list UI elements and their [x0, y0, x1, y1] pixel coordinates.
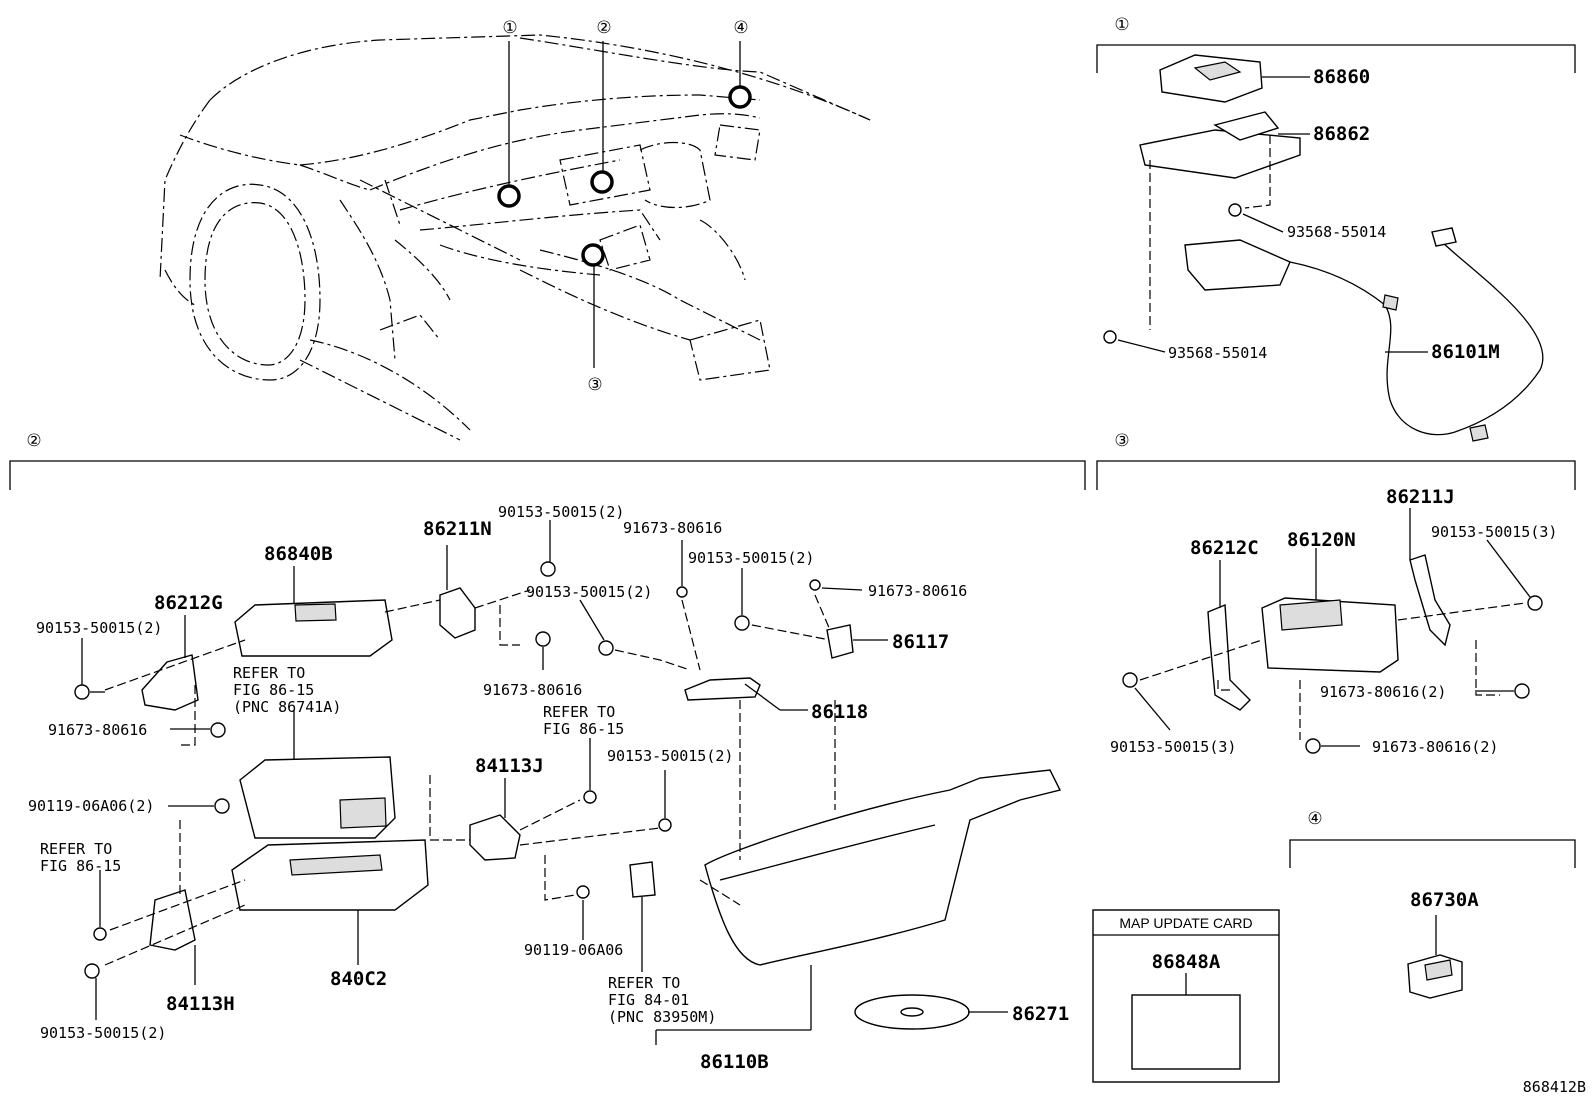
figure-code: 868412B [1523, 1078, 1586, 1096]
overview-marker-2: ② [596, 18, 611, 38]
part-93568-55014-a: 93568-55014 [1287, 223, 1386, 241]
part-90119-06A06-a: 90119-06A06(2) [28, 797, 154, 815]
part-86211N: 86211N [423, 518, 492, 540]
part-86212G: 86212G [154, 592, 223, 614]
part-91673-80616-b: 91673-80616 [483, 681, 582, 699]
part-90153-50015-e: 90153-50015(2) [607, 747, 733, 765]
section-2-marker: ② [26, 431, 41, 451]
part-90153-50015-3b: 90153-50015(3) [1110, 738, 1236, 756]
refer-fig-84-01-line3: (PNC 83950M) [608, 1008, 716, 1026]
part-91673-80616-d: 91673-80616 [868, 582, 967, 600]
refer-fig-86-15-a-line3: (PNC 86741A) [233, 698, 341, 716]
part-90153-50015-3a: 90153-50015(3) [1431, 523, 1557, 541]
part-86730A: 86730A [1410, 889, 1479, 911]
part-91673-80616-2a: 91673-80616(2) [1320, 683, 1446, 701]
part-86117: 86117 [892, 631, 949, 653]
map-update-card-title: MAP UPDATE CARD [1119, 915, 1252, 931]
section-4 [1289, 839, 1576, 999]
part-86110B: 86110B [700, 1051, 769, 1073]
part-84113J: 84113J [475, 755, 544, 777]
section-3 [1096, 460, 1576, 754]
car-interior-overview [159, 34, 871, 441]
overview-marker-3: ③ [587, 375, 602, 395]
part-90153-50015-d: 90153-50015(2) [688, 549, 814, 567]
part-86840B: 86840B [264, 543, 333, 565]
refer-fig-86-15-a-line2: FIG 86-15 [233, 681, 314, 699]
part-86118: 86118 [811, 701, 868, 723]
part-93568-55014-b: 93568-55014 [1168, 344, 1267, 362]
overview-marker-4: ④ [733, 18, 748, 38]
refer-fig-86-15-b-line2: FIG 86-15 [543, 720, 624, 738]
part-84113H: 84113H [166, 993, 235, 1015]
part-90153-50015-b: 90153-50015(2) [498, 503, 624, 521]
part-86120N: 86120N [1287, 529, 1356, 551]
part-86860: 86860 [1313, 66, 1370, 88]
part-86862: 86862 [1313, 123, 1370, 145]
part-90153-50015-f: 90153-50015(2) [40, 1024, 166, 1042]
overview-marker-1: ① [502, 18, 517, 38]
section-1 [1096, 44, 1576, 442]
part-91673-80616-a: 91673-80616 [48, 721, 147, 739]
part-90119-06A06-b: 90119-06A06 [524, 941, 623, 959]
refer-fig-86-15-c-line2: FIG 86-15 [40, 857, 121, 875]
map-update-card-box [1092, 909, 1280, 1083]
part-86212C: 86212C [1190, 537, 1259, 559]
part-90153-50015-c: 90153-50015(2) [526, 583, 652, 601]
refer-fig-86-15-b-line1: REFER TO [543, 703, 615, 721]
section-2 [9, 460, 1086, 1045]
refer-fig-86-15-c-line1: REFER TO [40, 840, 112, 858]
part-86848A: 86848A [1152, 951, 1221, 973]
part-90153-50015-a: 90153-50015(2) [36, 619, 162, 637]
section-3-marker: ③ [1114, 431, 1129, 451]
part-86271: 86271 [1012, 1003, 1069, 1025]
part-840C2: 840C2 [330, 968, 387, 990]
part-91673-80616-c: 91673-80616 [623, 519, 722, 537]
refer-fig-84-01-line1: REFER TO [608, 974, 680, 992]
section-4-marker: ④ [1307, 809, 1322, 829]
part-86101M: 86101M [1431, 341, 1500, 363]
section-1-marker: ① [1114, 15, 1129, 35]
part-86211J: 86211J [1386, 486, 1455, 508]
refer-fig-86-15-a-line1: REFER TO [233, 664, 305, 682]
part-91673-80616-2b: 91673-80616(2) [1372, 738, 1498, 756]
refer-fig-84-01-line2: FIG 84-01 [608, 991, 689, 1009]
